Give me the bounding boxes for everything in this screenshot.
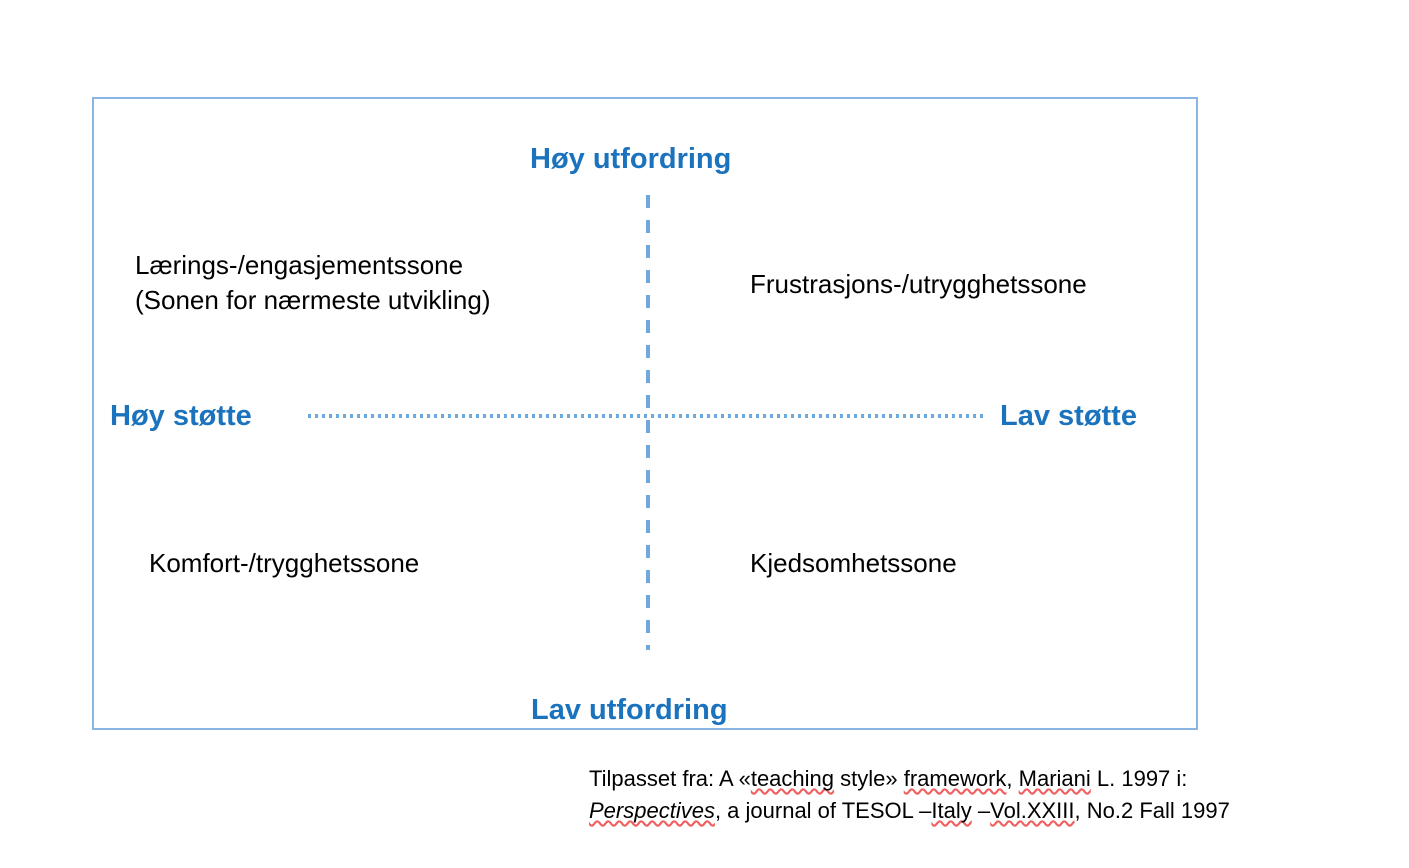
quadrant-diagram-frame [92,97,1198,730]
citation-block: Tilpasset fra: A «teaching style» framew… [589,763,1230,827]
citation-suffix-2: , No.2 Fall 1997 [1074,798,1230,823]
vertical-axis-divider [646,195,650,650]
citation-mid-1: style» [834,766,904,791]
axis-label-low-support: Lav støtte [1000,400,1137,432]
citation-mid-3: , a journal of TESOL – [714,798,932,823]
citation-prefix: Tilpasset fra: A « [589,766,751,791]
citation-word-volume: Vol.XXIII [990,798,1075,823]
zone-label-comfort-safety: Komfort-/trygghetssone [149,548,420,578]
citation-suffix-1: L. 1997 i: [1090,766,1188,791]
citation-word-italy: Italy [931,798,972,823]
citation-mid-4: – [971,798,991,823]
citation-journal-name: Perspectives [589,798,715,823]
zone-label-frustration-insecurity: Frustrasjons-/utrygghetssone [750,269,1087,299]
horizontal-axis-divider [308,414,986,418]
citation-mid-2: , [1006,766,1019,791]
zone-label-learning-engagement: Lærings-/engasjementssone (Sonen for nær… [135,250,491,315]
citation-word-framework: framework [903,766,1007,791]
axis-label-high-challenge: Høy utfordring [530,143,732,175]
citation-word-mariani: Mariani [1018,766,1091,791]
citation-word-teaching: teaching [750,766,835,791]
citation-line-2: Perspectives, a journal of TESOL –Italy … [589,795,1230,827]
citation-line-1: Tilpasset fra: A «teaching style» framew… [589,763,1230,795]
axis-label-low-challenge: Lav utfordring [531,694,728,726]
zone-label-boredom: Kjedsomhetssone [750,548,957,578]
axis-label-high-support: Høy støtte [110,400,252,432]
